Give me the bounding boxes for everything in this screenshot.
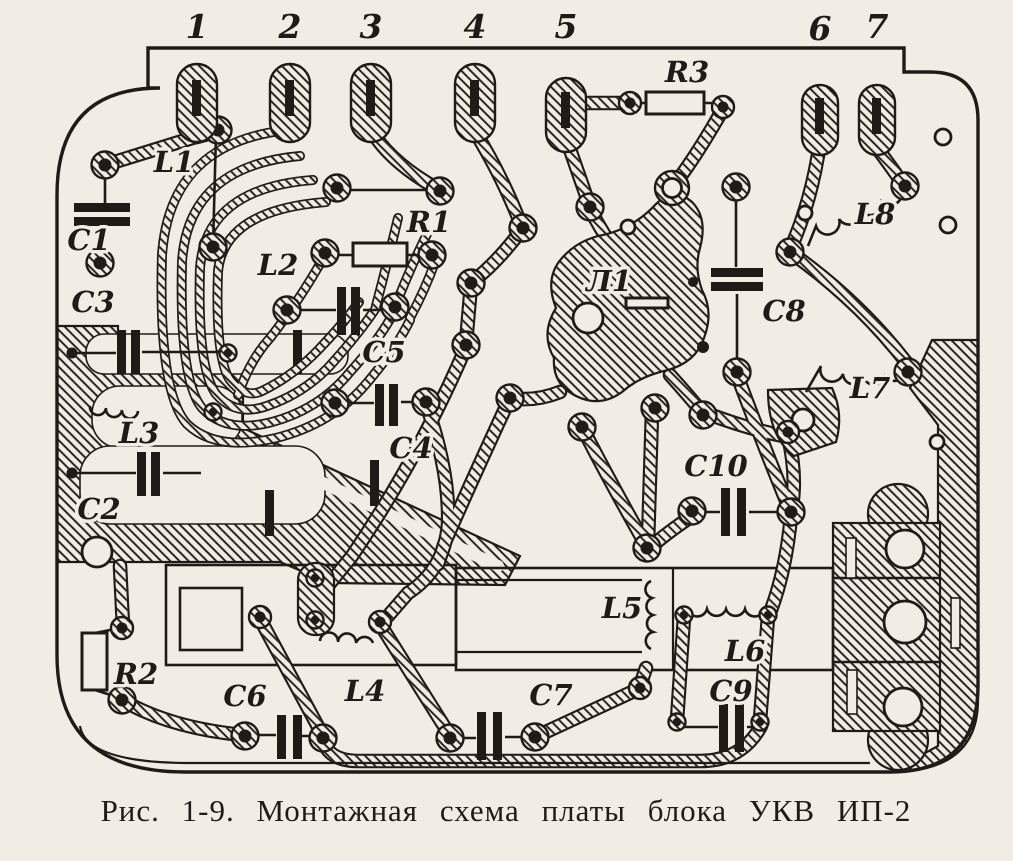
pin-number-6: 6	[809, 9, 832, 48]
edge-pins	[175, 62, 897, 157]
capacitor-plates	[74, 203, 763, 760]
label-coil-l4: L4	[344, 674, 386, 708]
label-coil-l7: L7	[849, 371, 891, 405]
label-cap-c4: C4	[389, 431, 432, 465]
pin-number-3: 3	[360, 7, 383, 46]
pin-number-1: 1	[186, 7, 209, 46]
coil-windings	[88, 191, 907, 651]
label-cap-c6: C6	[223, 679, 266, 713]
label-coil-l6: L6	[724, 634, 766, 668]
pin-numbers: 1 2 3 4 5 6 7	[186, 7, 889, 48]
pin-number-7: 7	[866, 7, 889, 46]
label-tube-v1: Л1	[584, 264, 632, 298]
board-outline	[55, 46, 980, 774]
label-cap-c8: C8	[762, 294, 805, 328]
mounting-holes	[80, 127, 958, 569]
label-coil-l1: L1	[153, 145, 195, 179]
tube-pad-l1	[546, 169, 710, 403]
label-cap-c10: C10	[684, 449, 747, 483]
component-labels: L1 C1 C3 L2 R1 C5 C4 L3 C2 Л1 R3 C8 L8 L…	[64, 52, 899, 717]
label-coil-l5: L5	[601, 591, 643, 625]
connector-block	[831, 521, 961, 733]
label-res-r3: R3	[664, 55, 709, 89]
label-coil-l8: L8	[854, 197, 896, 231]
pin-number-2: 2	[278, 7, 302, 46]
pin-number-5: 5	[555, 7, 578, 46]
label-res-r2: R2	[113, 657, 158, 691]
label-cap-c1: C1	[67, 223, 110, 257]
label-cap-c7: C7	[529, 678, 572, 712]
label-cap-c5: C5	[362, 335, 405, 369]
label-cap-c2: C2	[77, 492, 120, 526]
pin-number-4: 4	[464, 7, 487, 46]
label-res-r1: R1	[406, 205, 451, 239]
solder-pads	[66, 90, 923, 753]
label-coil-l2: L2	[257, 248, 299, 282]
label-coil-l3: L3	[118, 416, 160, 450]
coil-l7-patch	[766, 386, 841, 458]
label-cap-c3: C3	[71, 285, 114, 319]
figure-caption: Рис. 1-9. Монтажная схема платы блока УК…	[101, 793, 912, 828]
label-cap-c9: C9	[709, 674, 752, 708]
resistor-bodies	[80, 90, 706, 692]
